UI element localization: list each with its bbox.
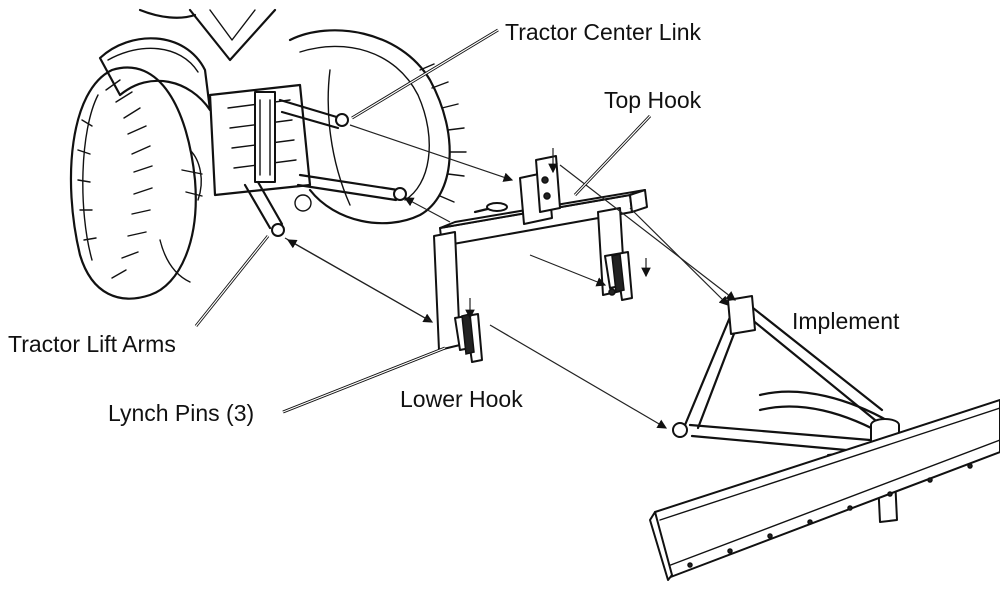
label-implement: Implement [792,308,900,334]
label-lynch-pins: Lynch Pins (3) [108,400,254,426]
leader-lines [194,28,652,414]
label-lower-hook: Lower Hook [400,386,523,412]
label-top-hook: Top Hook [604,87,702,113]
tractor-illustration [69,8,467,300]
implement-illustration [649,295,1000,581]
alignment-arrows [284,124,736,429]
label-tractor-center-link: Tractor Center Link [505,19,701,45]
label-tractor-lift-arms: Tractor Lift Arms [8,331,176,357]
